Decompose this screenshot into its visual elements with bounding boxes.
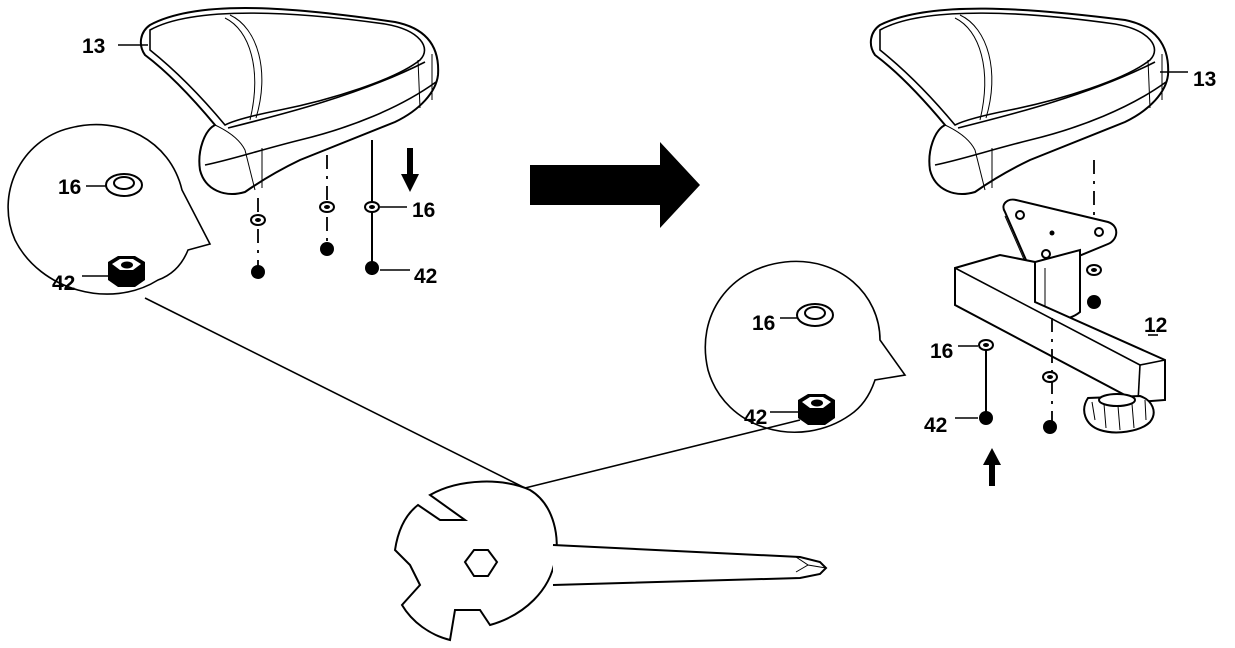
washers-left [250, 201, 380, 226]
up-arrow-icon [983, 448, 1001, 486]
callout-washer-left: 16 [412, 199, 435, 222]
nuts-left [251, 242, 379, 279]
seat-left [139, 7, 440, 195]
callout-nut-right-detail: 42 [744, 406, 767, 429]
down-arrow-icon [401, 148, 419, 192]
seat-right [869, 7, 1170, 195]
callout-nut-left-detail: 42 [52, 272, 75, 295]
detail-circle-right [704, 260, 907, 434]
washers-right [978, 264, 1102, 383]
callout-nut-left: 42 [414, 265, 437, 288]
callout-frame: 12 [1144, 314, 1167, 337]
callout-nut-right: 42 [924, 414, 947, 437]
wrench-tool [393, 480, 828, 642]
leader-line-right [524, 419, 801, 489]
leader-line-left [144, 297, 526, 489]
arrow-right-icon [530, 142, 700, 228]
callout-seat-right: 13 [1193, 68, 1216, 91]
callout-washer-right-detail: 16 [752, 312, 775, 335]
callout-seat-left: 13 [82, 35, 105, 58]
callout-washer-right: 16 [930, 340, 953, 363]
callout-washer-left-detail: 16 [58, 176, 81, 199]
nuts-right [979, 295, 1101, 434]
detail-circle-left [7, 123, 212, 295]
frame-right [954, 198, 1166, 434]
